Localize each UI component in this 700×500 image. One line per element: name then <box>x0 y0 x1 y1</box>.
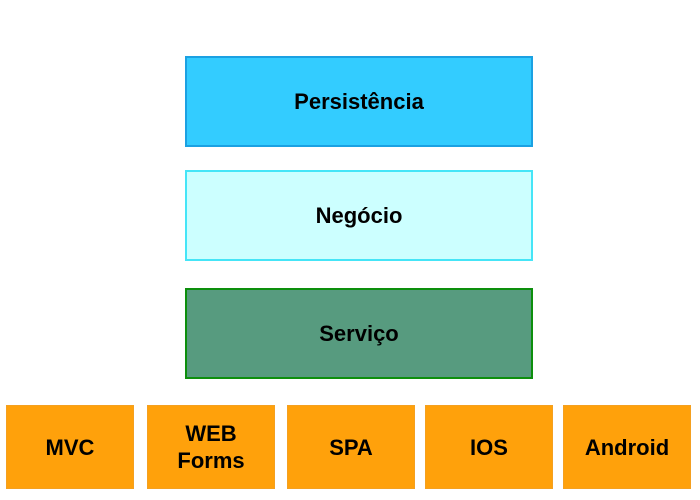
client-label-spa: SPA <box>329 434 373 460</box>
persistence-layer-box: Persistência <box>185 56 533 147</box>
client-box-spa: SPA <box>287 405 415 489</box>
client-label-ios: IOS <box>470 434 508 460</box>
client-label-android: Android <box>584 434 670 460</box>
client-box-mvc: MVC <box>6 405 134 489</box>
business-layer-label: Negócio <box>315 203 403 228</box>
client-label-mvc: MVC <box>45 434 95 460</box>
client-label-web-forms: WEB Forms <box>177 421 245 473</box>
service-layer-label: Serviço <box>319 321 399 346</box>
service-layer-box: Serviço <box>185 288 533 379</box>
client-box-web-forms: WEB Forms <box>147 405 275 489</box>
business-layer-box: Negócio <box>185 170 533 261</box>
persistence-layer-label: Persistência <box>294 89 424 114</box>
client-box-android: Android <box>563 405 691 489</box>
client-box-ios: IOS <box>425 405 553 489</box>
